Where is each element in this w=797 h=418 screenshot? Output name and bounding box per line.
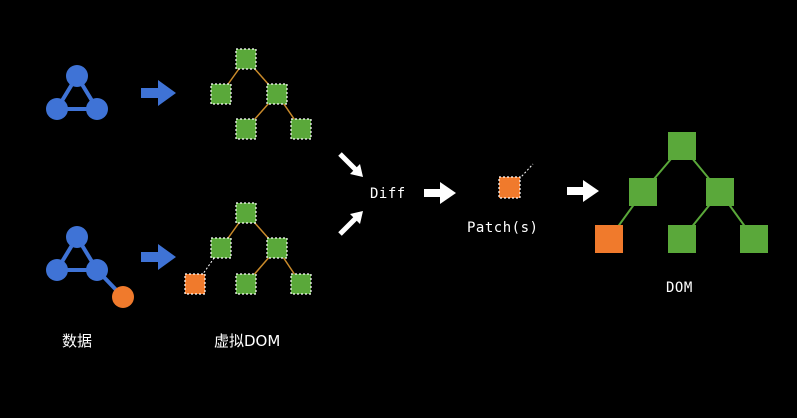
dom-node bbox=[629, 178, 657, 206]
vdom-node bbox=[266, 83, 288, 105]
vdom-node bbox=[210, 83, 232, 105]
graph-node bbox=[46, 98, 68, 120]
patch-node bbox=[498, 163, 534, 199]
graph-node bbox=[46, 259, 68, 281]
dom-node bbox=[668, 225, 696, 253]
vdom-node bbox=[290, 118, 312, 140]
patches-label: Patch(s) bbox=[467, 220, 539, 236]
data-label: 数据 bbox=[62, 332, 93, 350]
white-arrow-icon bbox=[338, 211, 363, 236]
vdom-node bbox=[235, 202, 257, 224]
graph-node bbox=[86, 98, 108, 120]
white-arrow-icon bbox=[567, 180, 599, 202]
graph-node bbox=[66, 226, 88, 248]
dom-node-new bbox=[595, 225, 623, 253]
vdom-tree-top bbox=[210, 48, 312, 140]
white-arrow-icon bbox=[338, 152, 363, 177]
dom-node bbox=[740, 225, 768, 253]
vdom-node bbox=[266, 237, 288, 259]
dom-tree bbox=[595, 132, 768, 253]
data-graph-top bbox=[46, 65, 108, 120]
dom-label: DOM bbox=[666, 280, 693, 296]
vdom-node bbox=[235, 118, 257, 140]
blue-arrow-icon bbox=[141, 80, 176, 106]
graph-node-new bbox=[112, 286, 134, 308]
vdom-node bbox=[235, 273, 257, 295]
diff-label: Diff bbox=[370, 186, 406, 202]
vdom-label: 虚拟DOM bbox=[214, 332, 281, 350]
vdom-node bbox=[235, 48, 257, 70]
vdom-node bbox=[290, 273, 312, 295]
data-graph-bottom bbox=[46, 226, 134, 308]
graph-node bbox=[66, 65, 88, 87]
white-arrow-icon bbox=[424, 182, 456, 204]
graph-node bbox=[86, 259, 108, 281]
vdom-node-new bbox=[184, 273, 206, 295]
dom-node bbox=[706, 178, 734, 206]
vdom-node bbox=[210, 237, 232, 259]
blue-arrow-icon bbox=[141, 244, 176, 270]
vdom-tree-bottom bbox=[184, 202, 312, 295]
dom-node bbox=[668, 132, 696, 160]
